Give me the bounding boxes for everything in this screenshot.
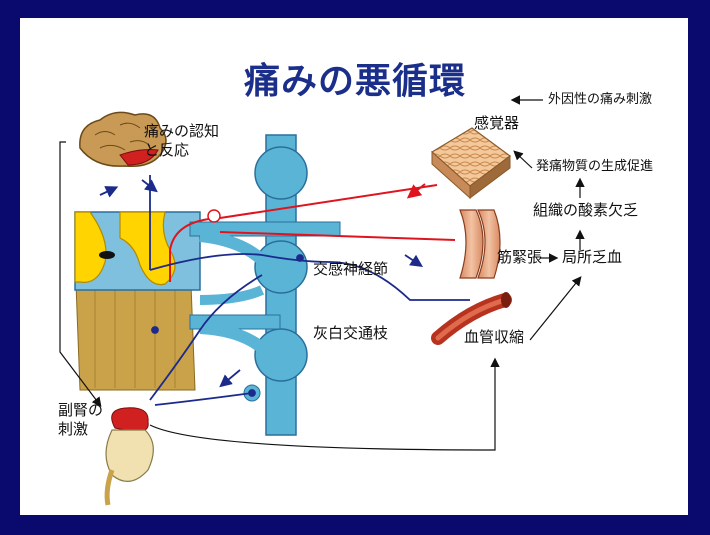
sensory-receptor-label: 感覚器 <box>474 114 520 132</box>
pain-recognition-label-2: と反応 <box>144 141 190 159</box>
adrenal-kidney-icon <box>104 407 154 506</box>
gray-ramus-label: 灰白交通枝 <box>313 324 389 342</box>
external-stimulus-label: 外因性の痛み刺激 <box>548 92 653 107</box>
local-ischemia-label: 局所乏血 <box>562 248 623 266</box>
muscle-tension-label: 筋緊張 <box>497 248 543 266</box>
brain-icon <box>79 111 167 168</box>
blood-vessel-icon <box>431 292 512 345</box>
diagram-title: 痛みの悪循環 <box>243 61 466 102</box>
blue-sympathetic-pathway <box>99 174 470 406</box>
vasoconstriction-label: 血管収縮 <box>464 328 525 346</box>
cycle-arrows <box>59 95 585 451</box>
muscle-icon <box>459 209 501 279</box>
adrenal-label-1: 副腎の <box>58 401 104 419</box>
spinal-cord <box>74 211 201 391</box>
pain-recognition-label-1: 痛みの認知 <box>144 122 220 140</box>
skin-receptor-icon <box>430 127 512 200</box>
sympathetic-chain <box>189 134 341 436</box>
red-pain-pathway <box>169 183 456 282</box>
pain-substances-label: 発痛物質の生成促進 <box>536 159 654 174</box>
tissue-acidosis-label: 組織の酸素欠乏 <box>533 201 639 219</box>
adrenal-label-2: 刺激 <box>58 420 89 438</box>
sympathetic-ganglion-label: 交感神経節 <box>313 260 389 278</box>
